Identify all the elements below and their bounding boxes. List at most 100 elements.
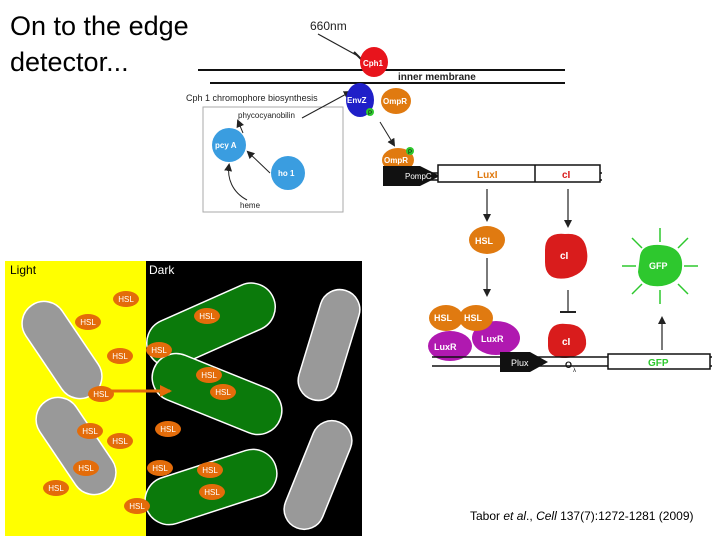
citation: Tabor et al., Cell 137(7):1272-1281 (200… bbox=[470, 509, 694, 523]
luxi-gene-label: LuxI bbox=[477, 170, 498, 181]
hsl-tag: HSL bbox=[155, 421, 181, 437]
hsl-tag: HSL bbox=[43, 480, 69, 496]
ompr-phospho-label: P bbox=[408, 150, 412, 156]
gfp-gene-label: GFP bbox=[648, 358, 669, 369]
pcb-to-cph1-arrow bbox=[301, 91, 352, 119]
hsl-molecule-label: HSL bbox=[475, 236, 494, 246]
operator-label: O bbox=[565, 360, 572, 370]
gfp-protein bbox=[638, 244, 683, 287]
cph1-protein bbox=[360, 47, 388, 77]
hsl-tag-label: HSL bbox=[78, 464, 94, 473]
hsl-tag-label: HSL bbox=[82, 427, 98, 436]
hsl-tag: HSL bbox=[196, 367, 222, 383]
cph1-label: Cph1 bbox=[363, 59, 384, 68]
gfp-gene-block bbox=[607, 353, 711, 370]
ompr-phospho-arrow bbox=[379, 121, 396, 147]
ci-protein-label: cI bbox=[560, 251, 569, 262]
hsl-molecule bbox=[469, 226, 505, 254]
complex-hsl-1 bbox=[429, 305, 463, 331]
hsl-tag-label: HSL bbox=[80, 318, 96, 327]
heme-to-pcya-arrow bbox=[224, 163, 248, 201]
cell-dark-1 bbox=[297, 288, 361, 402]
hsl-tag: HSL bbox=[210, 384, 236, 400]
hsl-tag: HSL bbox=[113, 291, 139, 307]
hsl-tag: HSL bbox=[147, 460, 173, 476]
plux-promoter bbox=[500, 352, 548, 372]
hsl-tag-label: HSL bbox=[112, 437, 128, 446]
light-wavelength-label: 660nm bbox=[310, 19, 347, 33]
ompr-membrane-protein bbox=[381, 88, 411, 114]
hsl-tag-label: HSL bbox=[215, 388, 231, 397]
citation-etal: et al bbox=[503, 509, 527, 523]
citation-tail: 137(7):1272-1281 (2009) bbox=[556, 509, 694, 523]
title-line-2: detector... bbox=[10, 47, 129, 77]
dark-label: Dark bbox=[149, 263, 175, 277]
hsl-tag-label: HSL bbox=[199, 312, 215, 321]
citation-dot: ., bbox=[526, 509, 533, 523]
hsl-tag-label: HSL bbox=[160, 425, 176, 434]
ompr-membrane-label: OmpR bbox=[383, 97, 407, 106]
slide-title: On to the edge detector... bbox=[10, 8, 240, 80]
hsl-tag: HSL bbox=[124, 498, 150, 514]
hsl-tag: HSL bbox=[197, 462, 223, 478]
citation-authors: Tabor bbox=[470, 509, 504, 523]
hsl-tag-label: HSL bbox=[129, 502, 145, 511]
hsl-tag: HSL bbox=[107, 348, 133, 364]
pcya-label: pcy A bbox=[215, 141, 237, 150]
hsl-tag-label: HSL bbox=[201, 371, 217, 380]
membrane-label: inner membrane bbox=[398, 72, 476, 83]
ompr-p-label: OmpR bbox=[384, 156, 408, 165]
envz-protein bbox=[346, 83, 374, 117]
hsl-tag-label: HSL bbox=[93, 390, 109, 399]
hsl-tag: HSL bbox=[107, 433, 133, 449]
complex-hsl-2 bbox=[459, 305, 493, 331]
ompc-promoter bbox=[383, 166, 440, 186]
envz-label: EnvZ bbox=[347, 96, 367, 105]
ci-protein bbox=[545, 233, 588, 279]
ho1-to-pcya-arrow bbox=[246, 150, 271, 174]
light-inhibit-line bbox=[317, 33, 359, 57]
hsl-tag-label: HSL bbox=[152, 464, 168, 473]
hsl-tag: HSL bbox=[199, 484, 225, 500]
luxr-label-left: LuxR bbox=[434, 342, 457, 352]
hsl-tag: HSL bbox=[146, 342, 172, 358]
luxr-protein-right bbox=[472, 321, 520, 355]
hsl-tag: HSL bbox=[73, 460, 99, 476]
heme-label: heme bbox=[240, 201, 261, 210]
hsl-tag-label: HSL bbox=[151, 346, 167, 355]
ci-bound-label: cI bbox=[562, 337, 571, 348]
hsl-tag: HSL bbox=[194, 308, 220, 324]
title-line-1: On to the edge bbox=[10, 11, 189, 41]
phycocyanobilin-label: phycocyanobilin bbox=[238, 111, 295, 120]
hsl-tag-label: HSL bbox=[204, 488, 220, 497]
cell-dark-2 bbox=[283, 419, 353, 531]
hsl-tag: HSL bbox=[77, 423, 103, 439]
biosynthesis-label: Cph 1 chromophore biosynthesis bbox=[186, 93, 318, 103]
luxr-label-right: LuxR bbox=[481, 334, 504, 344]
citation-journal: Cell bbox=[536, 509, 557, 523]
pcya-circle bbox=[212, 128, 246, 162]
hsl-tag: HSL bbox=[75, 314, 101, 330]
hsl-tag-label: HSL bbox=[202, 466, 218, 475]
pcya-to-pcb-arrow bbox=[236, 119, 244, 134]
ci-gene-label: cI bbox=[562, 170, 571, 181]
hsl-tag: HSL bbox=[88, 386, 114, 402]
gfp-protein-label: GFP bbox=[649, 261, 668, 271]
ho1-circle bbox=[271, 156, 305, 190]
gfp-glow bbox=[622, 228, 698, 304]
circuit-diagram: 660nm inner membrane Cph 1 chromophore b… bbox=[186, 19, 712, 380]
ho1-label: ho 1 bbox=[278, 169, 295, 178]
gene-block-1 bbox=[437, 164, 601, 183]
complex-hsl-2-label: HSL bbox=[464, 313, 483, 323]
light-label: Light bbox=[10, 263, 37, 277]
plux-label: Plux bbox=[511, 358, 529, 368]
ompr-phospho-dot bbox=[406, 147, 414, 155]
light-dark-panel: Light Dark HSL HSL HSL HSL bbox=[5, 261, 362, 536]
luxr-protein-left bbox=[428, 331, 472, 361]
hsl-tag-label: HSL bbox=[118, 295, 134, 304]
envz-phospho-dot bbox=[366, 108, 374, 116]
envz-phospho-label: P bbox=[368, 111, 372, 117]
hsl-tag-label: HSL bbox=[112, 352, 128, 361]
complex-hsl-1-label: HSL bbox=[434, 313, 453, 323]
